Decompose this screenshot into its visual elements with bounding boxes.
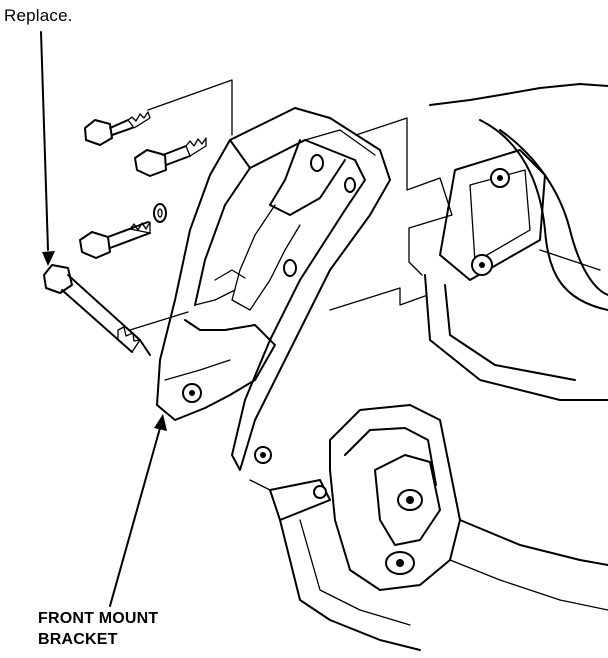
bolt-icon <box>134 137 207 177</box>
arrow-icon <box>109 414 167 607</box>
guide-lines <box>129 79 453 331</box>
engine-mount <box>249 404 608 651</box>
bolt-icon <box>43 264 151 356</box>
bolt-icon <box>84 111 151 146</box>
washer-icon <box>153 203 167 223</box>
front-mount-bracket-line2: BRACKET <box>38 631 118 648</box>
front-mount-bracket-line1: FRONT MOUNT <box>38 610 159 627</box>
front-mount-bracket <box>156 107 391 471</box>
engine-block <box>424 83 608 401</box>
front-mount-bracket-label: FRONT MOUNT BRACKET <box>38 608 158 650</box>
arrow-icon <box>40 31 55 266</box>
replace-label: Replace. <box>4 6 73 25</box>
bolt-icon <box>79 221 151 259</box>
